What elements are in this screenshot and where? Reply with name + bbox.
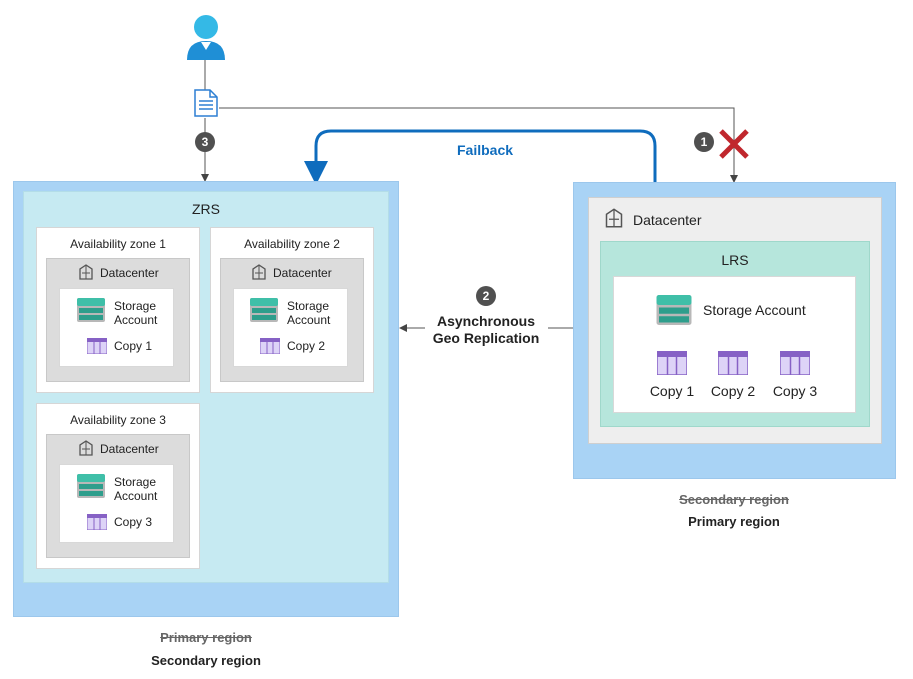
zone-1-copy-label: Copy 1 xyxy=(114,339,153,353)
failback-arrow xyxy=(304,129,657,185)
failback-label: Failback xyxy=(456,142,514,158)
zone-2-copy-label: Copy 2 xyxy=(287,339,326,353)
document-icon xyxy=(194,89,218,117)
right-region-old-label: Secondary region xyxy=(679,492,789,507)
copy-icon xyxy=(718,351,748,375)
doc-to-right-region-arrow xyxy=(219,107,738,183)
storage-account-icon xyxy=(250,298,278,322)
replication-label: Asynchronous Geo Replication xyxy=(420,313,552,347)
zone-3-storage-label: Storage Account xyxy=(114,475,158,503)
right-region-new-label: Primary region xyxy=(688,514,780,529)
copy-icon xyxy=(260,338,280,354)
datacenter-icon xyxy=(605,208,623,228)
zone-2-title: Availability zone 2 xyxy=(244,237,340,251)
left-region-new-label: Secondary region xyxy=(151,653,261,668)
zone-3-title: Availability zone 3 xyxy=(70,413,166,427)
replication-label-line2: Geo Replication xyxy=(432,330,540,346)
lrs-storage-box xyxy=(613,276,856,413)
zone-2-storage-label: Storage Account xyxy=(287,299,331,327)
copy-icon xyxy=(87,338,107,354)
lrs-copy-1-label: Copy 1 xyxy=(649,383,695,399)
failure-x-icon xyxy=(719,129,749,159)
lrs-copy-3-label: Copy 3 xyxy=(772,383,818,399)
datacenter-icon xyxy=(252,264,266,280)
step-3-badge: 3 xyxy=(195,132,215,152)
datacenter-icon xyxy=(79,264,93,280)
lrs-copy-2-label: Copy 2 xyxy=(710,383,756,399)
replication-label-line1: Asynchronous xyxy=(436,313,535,329)
zone-3-datacenter-label: Datacenter xyxy=(100,442,159,456)
user-icon xyxy=(187,15,225,60)
step-2-badge: 2 xyxy=(476,286,496,306)
step-1-badge: 1 xyxy=(694,132,714,152)
storage-account-icon xyxy=(656,295,692,325)
zone-1-title: Availability zone 1 xyxy=(70,237,166,251)
copy-icon xyxy=(657,351,687,375)
left-region-old-label: Primary region xyxy=(160,630,252,645)
lrs-title: LRS xyxy=(721,252,749,268)
right-datacenter-label: Datacenter xyxy=(633,212,702,228)
zone-3-copy-label: Copy 3 xyxy=(114,515,153,529)
zrs-title: ZRS xyxy=(192,201,220,217)
copy-icon xyxy=(87,514,107,530)
datacenter-icon xyxy=(79,440,93,456)
zone-1-storage-label: Storage Account xyxy=(114,299,158,327)
zone-2-datacenter-label: Datacenter xyxy=(273,266,332,280)
copy-icon xyxy=(780,351,810,375)
storage-account-icon xyxy=(77,298,105,322)
storage-account-icon xyxy=(77,474,105,498)
zone-1-datacenter-label: Datacenter xyxy=(100,266,159,280)
lrs-storage-label: Storage Account xyxy=(703,302,806,318)
